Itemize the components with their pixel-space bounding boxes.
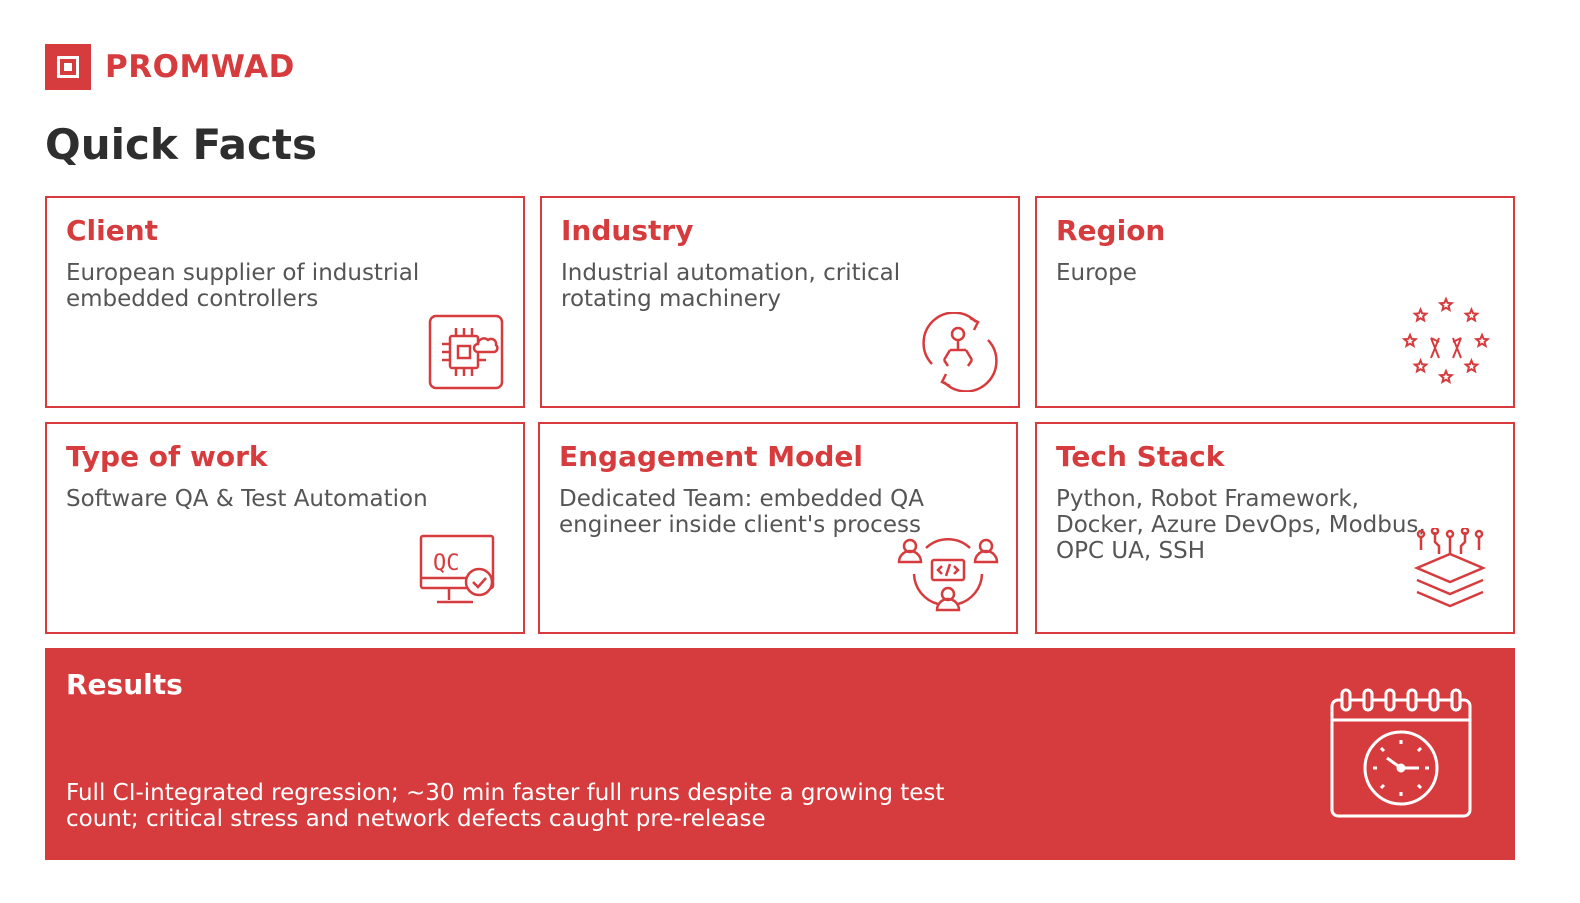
card-title: Tech Stack — [1056, 440, 1225, 473]
brand-name: PROMWAD — [105, 49, 295, 85]
page-title: Quick Facts — [45, 120, 317, 169]
results-title: Results — [66, 668, 183, 701]
team-code-icon — [897, 538, 999, 612]
star-icon — [1463, 357, 1480, 374]
fact-card-region: Region Europe — [1035, 196, 1515, 408]
fact-card-engagement-model: Engagement Model Dedicated Team: embedde… — [538, 422, 1018, 634]
star-icon — [1412, 357, 1429, 374]
card-title: Region — [1056, 214, 1166, 247]
card-title: Type of work — [66, 440, 268, 473]
star-icon — [1473, 332, 1491, 348]
star-icon — [1463, 306, 1480, 323]
eu-stars-icon — [1401, 296, 1491, 384]
card-title: Industry — [561, 214, 694, 247]
results-body: Full CI-integrated regression; ~30 min f… — [66, 780, 945, 832]
star-icon — [1412, 306, 1429, 323]
card-body: Python, Robot Framework, Docker, Azure D… — [1056, 486, 1426, 564]
logo-chip-icon — [45, 44, 91, 90]
fact-card-type-of-work: Type of work Software QA & Test Automati… — [45, 422, 525, 634]
svg-text:QC: QC — [433, 551, 460, 576]
calendar-clock-icon — [1330, 688, 1472, 818]
card-title: Engagement Model — [559, 440, 863, 473]
robot-arm-cycle-icon — [922, 312, 998, 392]
card-body: Dedicated Team: embedded QA engineer ins… — [559, 486, 924, 538]
star-icon — [1437, 296, 1455, 312]
star-icon — [1437, 368, 1455, 384]
card-body: Software QA & Test Automation — [66, 486, 428, 512]
chip-cloud-icon — [428, 314, 504, 390]
card-body: Europe — [1056, 260, 1137, 286]
card-body: European supplier of industrial embedded… — [66, 260, 420, 312]
results-banner: Results Full CI-integrated regression; ~… — [45, 648, 1515, 860]
fact-card-client: Client European supplier of industrial e… — [45, 196, 525, 408]
fact-card-tech-stack: Tech Stack Python, Robot Framework, Dock… — [1035, 422, 1515, 634]
qc-monitor-icon: QC — [419, 534, 495, 604]
star-icon — [1401, 332, 1419, 348]
fact-card-industry: Industry Industrial automation, critical… — [540, 196, 1020, 408]
card-title: Client — [66, 214, 159, 247]
brand-logo: PROMWAD — [45, 44, 295, 90]
card-body: Industrial automation, critical rotating… — [561, 260, 901, 312]
layers-stack-icon — [1413, 528, 1487, 608]
